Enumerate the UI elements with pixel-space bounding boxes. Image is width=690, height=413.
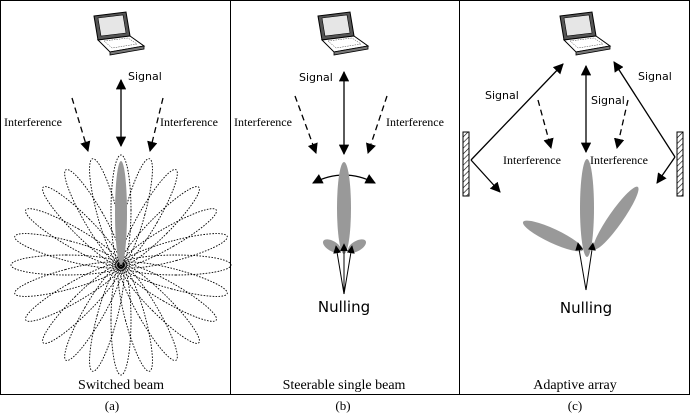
panel-c: Signal Signal Signal Interference Interf… bbox=[462, 11, 684, 393]
laptop-icon bbox=[317, 11, 369, 56]
beam-lobe bbox=[120, 208, 217, 267]
main-beam bbox=[115, 161, 127, 265]
interference-label-left: Interference bbox=[503, 153, 561, 167]
adaptive-beam-right bbox=[593, 186, 639, 250]
adaptive-beam-left bbox=[522, 220, 584, 252]
caption-b: (b) bbox=[335, 398, 350, 413]
interference-label-left: Interference bbox=[234, 115, 292, 129]
signal-label-right: Signal bbox=[638, 70, 672, 83]
signal-arrow-right bbox=[613, 61, 676, 158]
signal-label: Signal bbox=[299, 71, 333, 84]
reflected-arrow-right bbox=[656, 156, 676, 184]
interference-arrow-right bbox=[147, 97, 164, 153]
interference-arrow-right bbox=[366, 95, 388, 154]
beam-lobe bbox=[14, 261, 122, 297]
interference-arrow-right bbox=[614, 99, 629, 150]
interference-arrow-left bbox=[294, 95, 318, 154]
beam-lobe bbox=[119, 186, 200, 267]
panel-title: Switched beam bbox=[78, 378, 164, 393]
beam-lobe bbox=[119, 263, 200, 344]
side-lobe-right bbox=[347, 239, 367, 253]
beam-lobe bbox=[42, 263, 123, 344]
reflector-icon bbox=[676, 131, 684, 197]
signal-label-center: Signal bbox=[591, 94, 625, 107]
nulling-label: Nulling bbox=[318, 298, 370, 316]
beam-lobe bbox=[119, 264, 178, 361]
panel-b: Signal Interference Interference Nulling… bbox=[234, 11, 444, 393]
nulling-label: Nulling bbox=[560, 299, 612, 317]
panel-title: Steerable single beam bbox=[283, 378, 406, 393]
interference-arrow-left bbox=[71, 97, 91, 152]
interference-label-right: Interference bbox=[386, 115, 444, 129]
beam-lobe bbox=[25, 263, 122, 322]
interference-arrow-left bbox=[537, 99, 554, 150]
panel-a: Signal Interference Interference Switche… bbox=[4, 11, 232, 393]
laptop-icon bbox=[93, 11, 145, 56]
main-beam bbox=[580, 159, 594, 257]
nulling-arrow-left bbox=[575, 242, 587, 291]
beam-lobe bbox=[117, 264, 153, 372]
signal-label-left: Signal bbox=[485, 89, 519, 102]
panel-title: Adaptive array bbox=[533, 378, 617, 393]
reflected-arrow-left bbox=[470, 159, 501, 193]
caption-a: (a) bbox=[105, 398, 119, 413]
reflector-icon bbox=[462, 131, 470, 197]
laptop-icon bbox=[559, 11, 611, 56]
nulling-arrow-right bbox=[343, 245, 355, 295]
signal-label: Signal bbox=[128, 70, 162, 83]
main-beam bbox=[337, 162, 351, 254]
beam-lobe bbox=[14, 233, 122, 269]
beam-lobe bbox=[120, 261, 228, 297]
nulling-arrow-left bbox=[333, 245, 345, 295]
signal-arrow-left bbox=[470, 63, 564, 161]
beam-lobe bbox=[42, 186, 123, 267]
interference-label-right: Interference bbox=[590, 153, 648, 167]
beam-lobe bbox=[89, 264, 125, 372]
beam-lobe bbox=[120, 233, 228, 269]
interference-label-right: Interference bbox=[160, 115, 218, 129]
interference-label-left: Interference bbox=[4, 115, 62, 129]
nulling-arrow-right bbox=[585, 242, 596, 291]
caption-c: (c) bbox=[568, 398, 582, 413]
